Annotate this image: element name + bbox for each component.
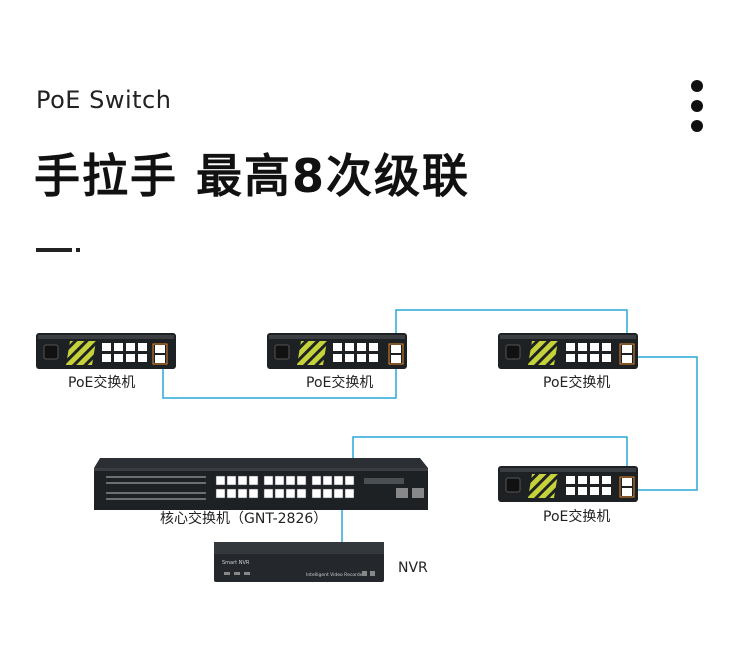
decorative-dash — [36, 248, 72, 252]
core-port — [263, 475, 274, 486]
poe-switch-1-label: PoE交换机 — [68, 375, 136, 391]
sfp-port — [396, 488, 408, 498]
ellipsis-dot — [691, 120, 703, 132]
core-port — [322, 488, 333, 499]
core-port — [237, 475, 248, 486]
core-port — [215, 475, 226, 486]
core-port — [263, 488, 274, 499]
poe-switch-3 — [498, 333, 638, 369]
nvr-label: NVR — [398, 560, 428, 576]
poe-switch-3-label: PoE交换机 — [543, 375, 611, 391]
poe-switch-1 — [36, 333, 176, 369]
cable-sw1-sw2 — [162, 357, 397, 399]
power-socket — [505, 344, 521, 360]
core-port — [344, 488, 355, 499]
core-port — [226, 475, 237, 486]
nvr-indicators — [224, 572, 250, 575]
core-label-plate — [364, 478, 404, 484]
core-port — [237, 488, 248, 499]
ellipsis-dot — [691, 80, 703, 92]
core-switch-label: 核心交换机（GNT-2826） — [160, 511, 328, 527]
nvr-usb-icons — [362, 571, 375, 576]
port-group — [566, 343, 611, 362]
sfp-port — [412, 488, 424, 498]
uplink-ports — [619, 476, 635, 498]
poe-panel — [297, 341, 327, 365]
cable-sw2-sw3 — [395, 309, 628, 346]
core-port — [226, 488, 237, 499]
poe-panel — [528, 474, 558, 498]
core-port — [248, 488, 259, 499]
uplink-ports — [619, 343, 635, 365]
port-group — [566, 476, 611, 495]
vertical-ellipsis-icon[interactable] — [690, 80, 704, 136]
decorative-dash-dot — [76, 248, 80, 252]
cable-core-sw4 — [352, 436, 628, 478]
core-port — [285, 475, 296, 486]
ellipsis-dot — [691, 100, 703, 112]
core-port — [311, 488, 322, 499]
core-port — [215, 488, 226, 499]
core-port — [333, 475, 344, 486]
core-port — [274, 475, 285, 486]
nvr-brand-text: Smart NVR — [222, 560, 250, 566]
core-port — [322, 475, 333, 486]
core-port — [285, 488, 296, 499]
poe-switch-2-label: PoE交换机 — [306, 375, 374, 391]
port-group — [333, 343, 378, 362]
uplink-ports — [388, 343, 404, 365]
power-socket — [274, 344, 290, 360]
power-socket — [505, 477, 521, 493]
poe-switch-2 — [267, 333, 407, 369]
core-port — [248, 475, 259, 486]
subtitle: PoE Switch — [36, 86, 172, 114]
uplink-ports — [152, 343, 168, 365]
core-port — [296, 475, 307, 486]
cables — [162, 309, 698, 548]
core-port — [296, 488, 307, 499]
led-rows — [106, 476, 206, 500]
core-switch — [94, 458, 428, 510]
poe-switch-4 — [498, 466, 638, 502]
nvr-device: Smart NVR Intelligent Video Recorder — [214, 542, 384, 582]
core-port — [311, 475, 322, 486]
cable-sw3-sw4 — [638, 356, 698, 491]
core-port — [344, 475, 355, 486]
poe-switch-4-label: PoE交换机 — [543, 509, 611, 525]
core-port — [333, 488, 344, 499]
port-group — [102, 343, 147, 362]
power-socket — [43, 344, 59, 360]
core-port — [274, 488, 285, 499]
nvr-front-text: Intelligent Video Recorder — [306, 572, 364, 578]
headline: 手拉手 最高8次级联 — [34, 149, 471, 203]
poe-panel — [528, 341, 558, 365]
core-port-group — [215, 475, 355, 499]
poe-panel — [66, 341, 96, 365]
